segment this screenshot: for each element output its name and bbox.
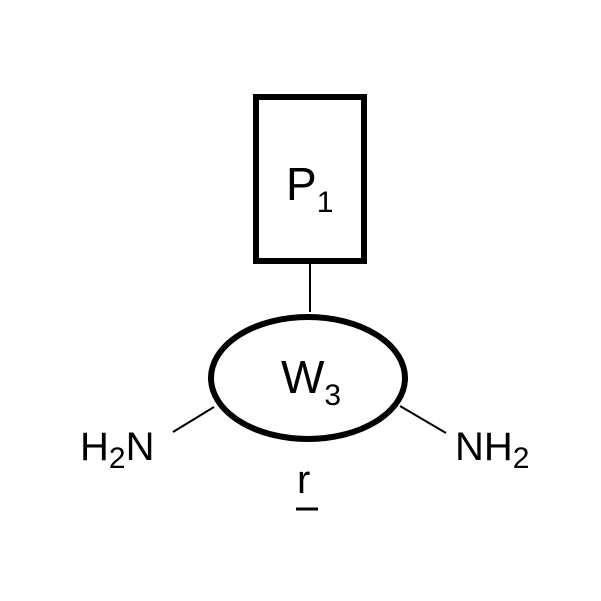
polymer-box-letter: P [286, 158, 317, 210]
left-amine-bond [173, 407, 214, 432]
right-amine-label: NH2 [455, 425, 529, 475]
polymer-box-subscript: 1 [317, 186, 334, 219]
polymer-box-label: P1 [286, 158, 333, 219]
core-label: W3 [281, 351, 341, 412]
core-subscript: 3 [324, 379, 341, 412]
left-amine-label: H2N [80, 425, 154, 475]
right-amine-subscript: 2 [513, 442, 530, 475]
right-amine-prefix: NH [455, 425, 513, 469]
core-ellipse: W3 [211, 317, 405, 439]
left-amine-prefix: H [80, 425, 109, 469]
repeat-letter: r [297, 458, 310, 502]
polymer-box: P1 [256, 97, 364, 261]
repeat-label: r [296, 458, 318, 509]
core-letter: W [281, 351, 325, 403]
right-amine-bond [400, 406, 446, 433]
left-amine-suffix: N [126, 425, 155, 469]
left-amine-subscript: 2 [109, 442, 126, 475]
